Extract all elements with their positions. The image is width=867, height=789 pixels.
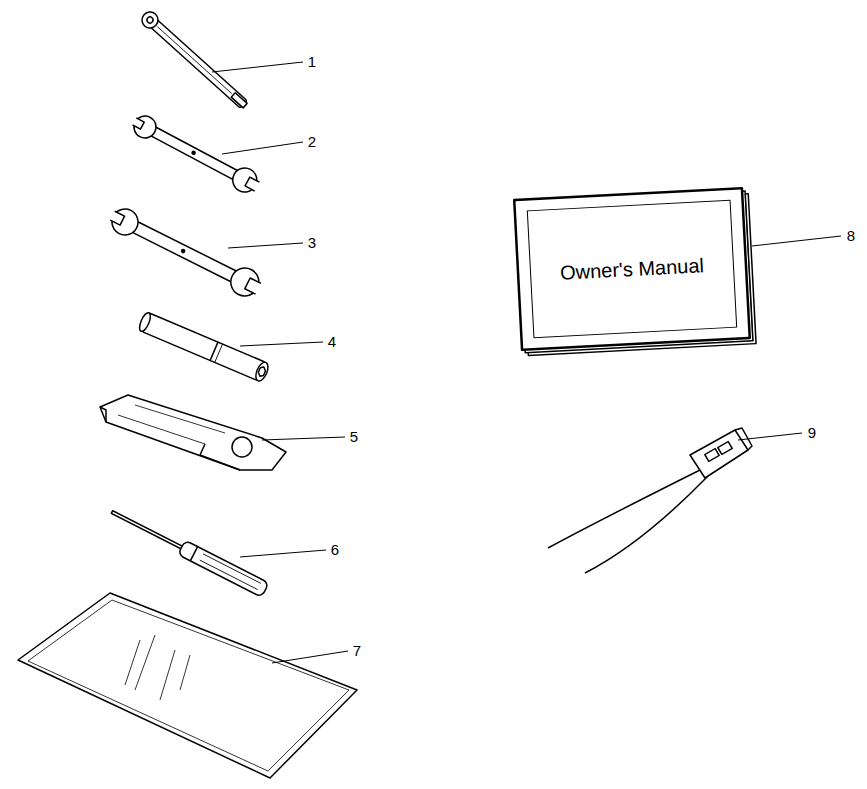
plastic-sheet [18, 593, 357, 778]
tube-wrench [137, 311, 270, 383]
callout-number: 8 [845, 228, 857, 245]
callout-number: 2 [306, 134, 318, 151]
socket-driver [139, 9, 251, 112]
callout-number: 3 [306, 235, 318, 252]
wire-connector [548, 428, 752, 573]
cover-title: Owner's Manual [560, 254, 705, 284]
owners-manual-book [514, 188, 756, 356]
callout-number: 7 [351, 643, 363, 660]
callout-number: 1 [306, 54, 318, 71]
screwdriver [108, 505, 269, 597]
callout-number: 5 [348, 429, 360, 446]
large-wrench [104, 202, 266, 302]
callout-number: 4 [326, 334, 338, 351]
leader-lines [212, 62, 841, 663]
callout-number: 6 [329, 542, 341, 559]
small-wrench [127, 110, 264, 198]
callout-number: 9 [806, 425, 818, 442]
spanner-plate [100, 395, 286, 470]
manual-cover: Owner's Manual [527, 200, 737, 339]
